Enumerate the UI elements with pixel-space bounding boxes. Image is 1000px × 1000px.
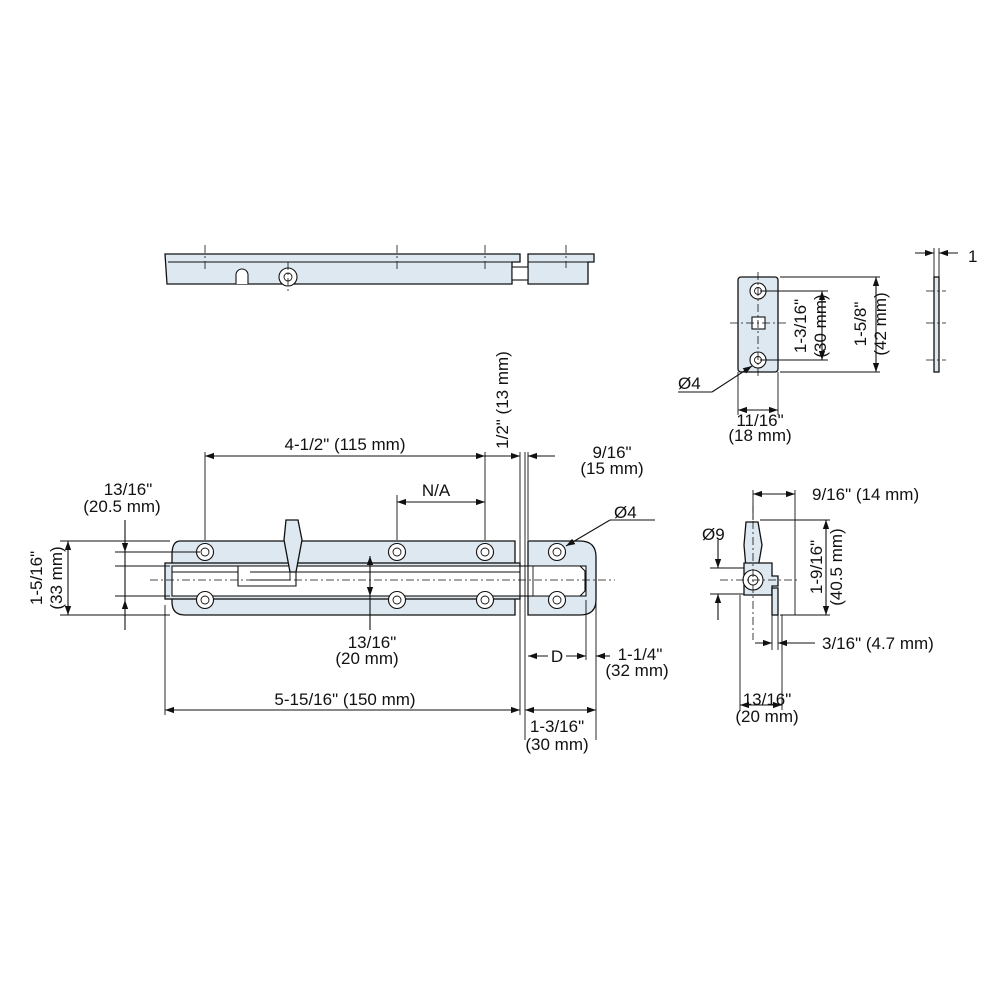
dim-strike-spacing-mm: (30 mm) [811, 294, 830, 357]
dim-height-in: 1-5/16" [27, 551, 46, 605]
dim-edge-mm: (20.5 mm) [83, 497, 160, 516]
dim-depth: 1/2" (13 mm) [493, 351, 512, 449]
dim-keeper-in: 1-3/16" [530, 717, 584, 736]
strike-side-view: 1 [915, 247, 977, 373]
front-view-dimensions: 4-1/2" (115 mm) 1/2" (13 mm) 9/16" (15 m… [27, 351, 669, 754]
dim-end-height-mm: (40.5 mm) [827, 528, 846, 605]
dim-end-width-in: 13/16" [743, 690, 792, 709]
dim-end-height-in: 1-9/16" [807, 540, 826, 594]
dim-length: 5-15/16" (150 mm) [274, 690, 415, 709]
dim-throw-in: 1-1/4" [618, 645, 663, 664]
dim-knob-dia: Ø9 [702, 525, 725, 544]
dim-height-mm: (33 mm) [47, 546, 66, 609]
dim-strike-width-mm: (18 mm) [728, 426, 791, 445]
strike-plate-view: 1-3/16" (30 mm) 1-5/8" (42 mm) Ø4 11/16"… [678, 272, 890, 445]
dim-strike-height-in: 1-5/8" [851, 302, 870, 347]
dim-na: N/A [422, 481, 451, 500]
dim-end-3-16: 3/16" (4.7 mm) [822, 634, 934, 653]
top-view [164, 245, 595, 292]
dim-strike-hole-dia: Ø4 [678, 374, 701, 393]
dim-d: D [551, 647, 563, 666]
front-view [150, 519, 615, 616]
dim-hole-dia: Ø4 [614, 503, 637, 522]
end-view: 9/16" (14 mm) Ø9 1-9/16" (40.5 mm) 3/16"… [702, 485, 934, 726]
dim-end-9-16: 9/16" (14 mm) [812, 485, 919, 504]
dim-edge-in: 13/16" [104, 480, 153, 499]
dim-end-mm: (15 mm) [580, 459, 643, 478]
dim-end-width-mm: (20 mm) [735, 707, 798, 726]
dim-throw-mm: (32 mm) [605, 661, 668, 680]
dim-center-mm: (20 mm) [335, 649, 398, 668]
dim-keeper-mm: (30 mm) [525, 735, 588, 754]
dim-strike-thickness: 1 [968, 247, 977, 266]
dim-center-in: 13/16" [348, 633, 397, 652]
dim-strike-height-mm: (42 mm) [871, 292, 890, 355]
dim-strike-spacing-in: 1-3/16" [791, 299, 810, 353]
dim-hole-spacing: 4-1/2" (115 mm) [285, 435, 406, 454]
dim-strike-width-in: 11/16" [736, 411, 783, 430]
dim-end-in: 9/16" [592, 443, 631, 462]
